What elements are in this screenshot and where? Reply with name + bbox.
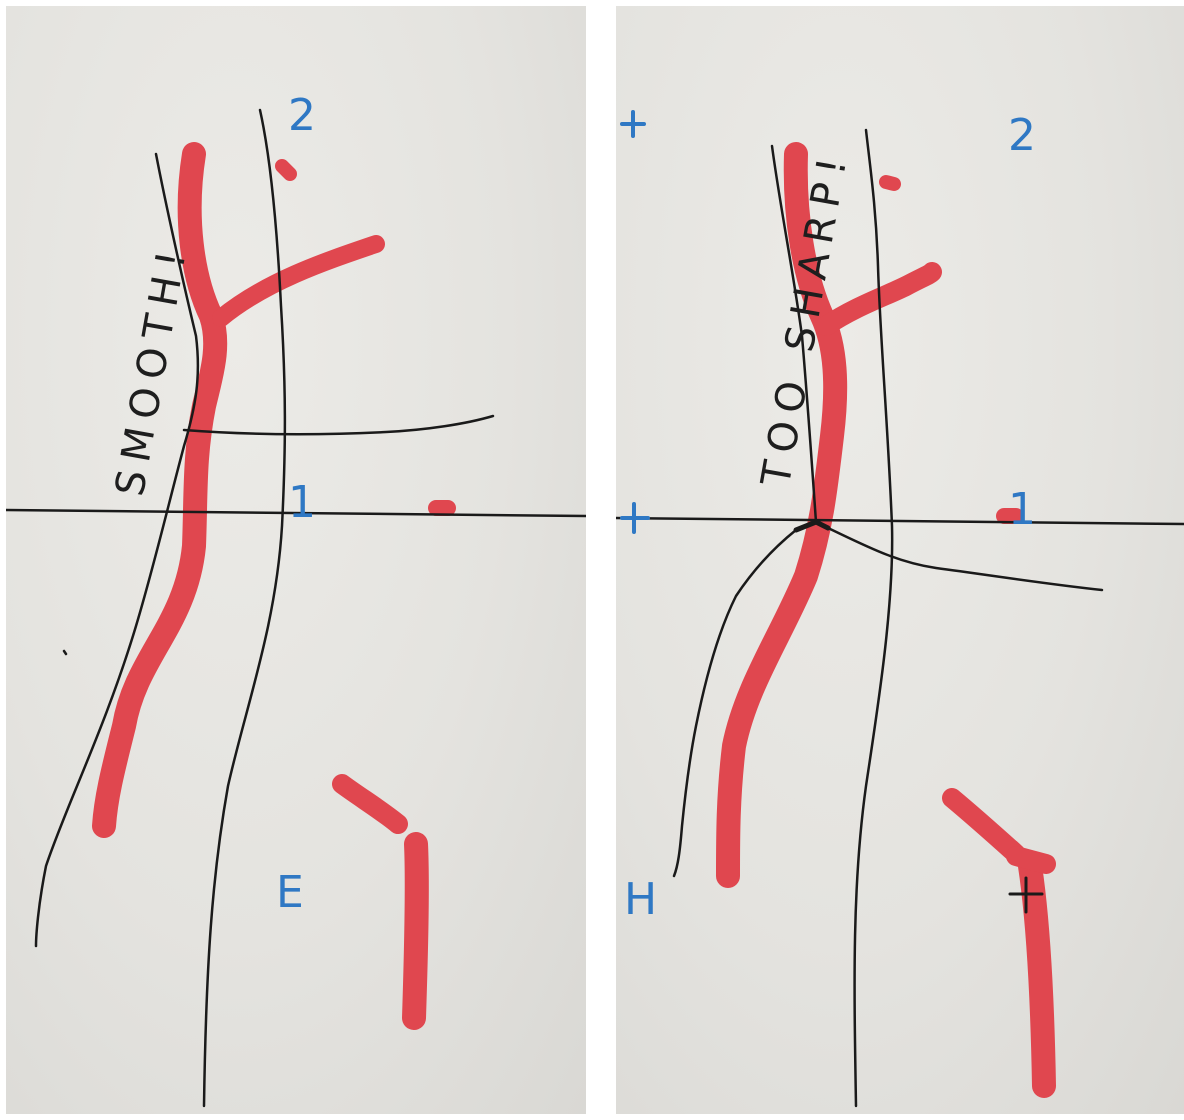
right-main-trunk xyxy=(716,142,848,888)
right-left-contour xyxy=(770,144,818,524)
right-pencil-lines xyxy=(616,110,1184,1108)
right-lower-bar xyxy=(1018,854,1056,1098)
left-left-contour xyxy=(34,152,200,948)
left-horizontal-axis xyxy=(6,508,586,518)
right-sketch xyxy=(616,110,1184,1108)
right-right-spread xyxy=(826,526,1104,592)
left-speck xyxy=(62,649,68,656)
left-label-2: 2 xyxy=(288,90,316,141)
right-label-h: H xyxy=(624,874,658,925)
right-horizontal-axis xyxy=(616,516,1184,526)
left-dot-top xyxy=(275,159,297,181)
right-lower-hook xyxy=(942,788,1026,864)
left-red-strokes xyxy=(92,142,456,1030)
left-lower-bar xyxy=(402,832,429,1030)
right-paper-panel: 2 1 H TOO SHARP! xyxy=(616,6,1184,1114)
left-label-1: 1 xyxy=(288,477,316,528)
left-paper-panel: 2 1 E SMOOTH! xyxy=(6,6,586,1114)
right-red-strokes xyxy=(716,142,1056,1098)
left-main-trunk xyxy=(92,142,228,838)
right-margin-plus-middle xyxy=(620,502,650,534)
right-cross-mark xyxy=(1008,876,1044,914)
left-sketch xyxy=(6,108,586,1108)
left-label-e: E xyxy=(276,867,304,918)
right-branch-arm xyxy=(816,262,942,336)
left-pencil-lines xyxy=(6,108,586,1108)
right-lower-join xyxy=(1006,846,1056,874)
left-right-contour xyxy=(202,108,287,1108)
right-label-1: 1 xyxy=(1008,484,1036,535)
right-lower-left-contour xyxy=(672,528,798,878)
right-margin-plus-top xyxy=(620,110,646,138)
left-lower-hook xyxy=(332,774,408,834)
right-sharp-vertex xyxy=(793,519,831,533)
right-dot-top xyxy=(879,175,901,191)
right-right-contour xyxy=(853,128,894,1108)
right-label-2: 2 xyxy=(1008,110,1036,161)
left-cross-line xyxy=(182,414,495,436)
left-branch-arm xyxy=(212,235,385,327)
